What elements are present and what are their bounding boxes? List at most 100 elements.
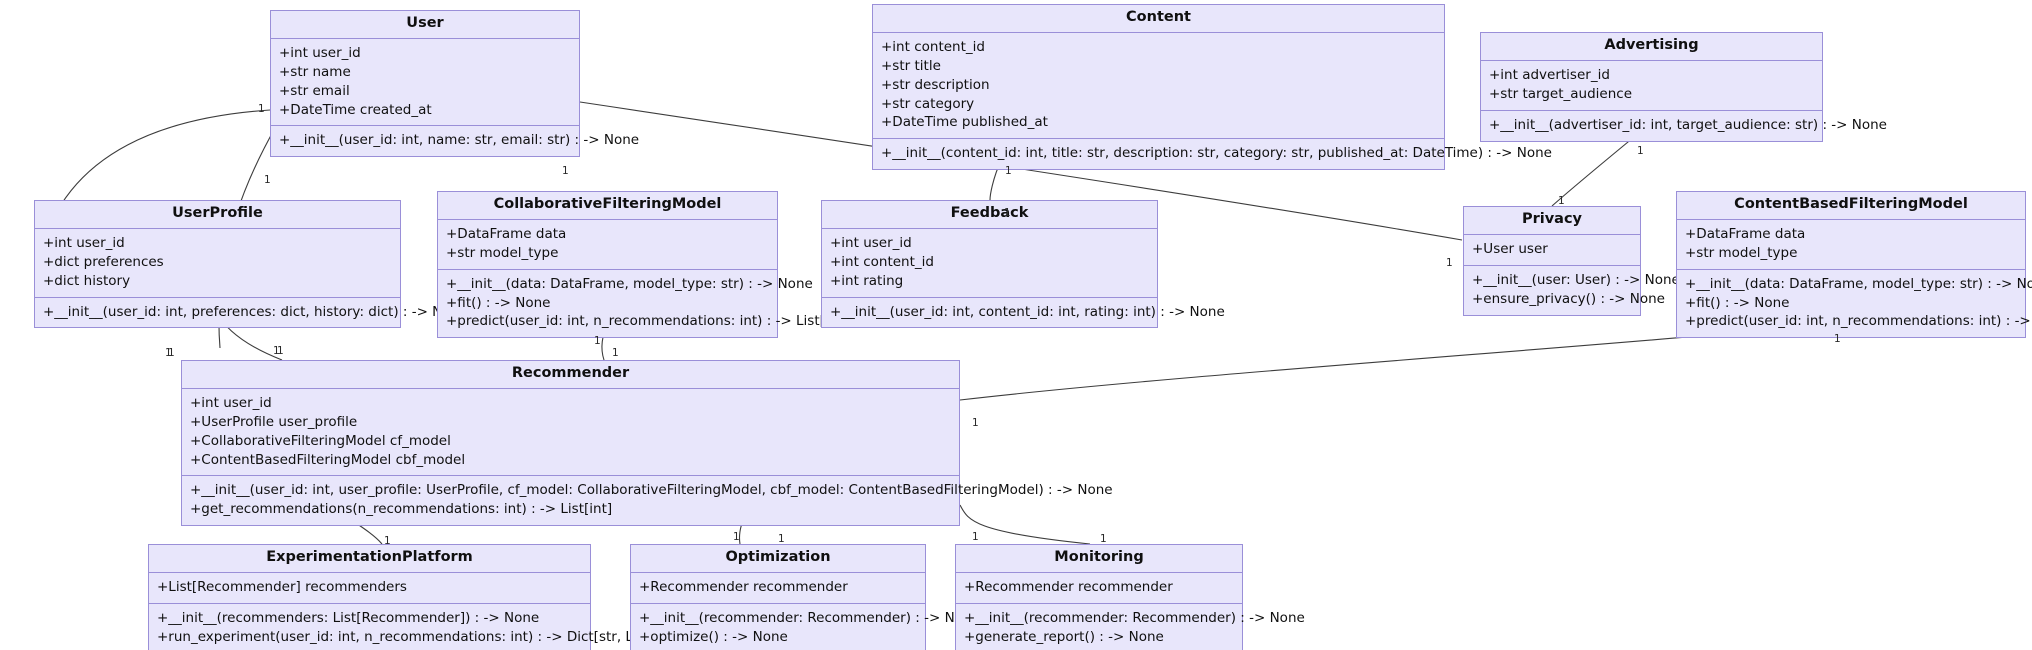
multiplicity-label: 1 bbox=[972, 531, 979, 543]
attribute-line: +str description bbox=[881, 76, 990, 93]
class-methods-userprofile: +__init__(user_id: int, preferences: dic… bbox=[35, 297, 467, 328]
class-attributes-optimization: +Recommender recommender bbox=[631, 572, 925, 604]
class-methods-cfmodel: +__init__(data: DataFrame, model_type: s… bbox=[438, 269, 848, 338]
method-line: +__init__(content_id: int, title: str, d… bbox=[881, 145, 1552, 162]
uml-class-monitoring[interactable]: Monitoring+Recommender recommender+__ini… bbox=[955, 544, 1305, 650]
class-attributes-monitoring: +Recommender recommender bbox=[956, 572, 1242, 604]
attribute-line: +dict preferences bbox=[43, 253, 164, 270]
multiplicity-label: 1 bbox=[972, 417, 979, 429]
multiplicity-label: 1 bbox=[384, 535, 391, 547]
class-attributes-recommender: +int user_id +UserProfile user_profile +Co… bbox=[182, 388, 959, 477]
uml-class-cfmodel[interactable]: CollaborativeFilteringModel+DataFrame da… bbox=[437, 191, 848, 339]
class-methods-optimization: +__init__(recommender: Recommender) : ->… bbox=[631, 603, 980, 650]
multiplicity-label: 1 bbox=[562, 165, 569, 177]
multiplicity-label: 1 bbox=[1004, 207, 1011, 219]
method-line: +generate_report() : -> None bbox=[964, 628, 1164, 645]
class-attributes-content: +int content_id+str title+str descriptio… bbox=[873, 32, 1444, 140]
attribute-line: +ContentBasedFilteringModel cbf_model bbox=[190, 451, 466, 468]
attribute-line: +Recommender recommender bbox=[964, 578, 1173, 595]
attribute-line: +DateTime created_at bbox=[279, 101, 432, 118]
method-line: +optimize() : -> None bbox=[639, 628, 788, 645]
class-methods-recommender: +__init__(user_id: int, user_profile: Us… bbox=[182, 476, 1113, 526]
class-title-recommender: Recommender bbox=[182, 361, 959, 389]
class-title-content: Content bbox=[873, 5, 1444, 33]
method-line: +__init__(data: DataFrame, model_type: s… bbox=[1685, 275, 2032, 292]
uml-class-feedback[interactable]: Feedback+int user_id+int content_id+int … bbox=[821, 200, 1225, 329]
class-title-user: User bbox=[271, 11, 579, 39]
multiplicity-label: 1 bbox=[1558, 195, 1565, 207]
multiplicity-label: 1 bbox=[1834, 333, 1841, 345]
multiplicity-label: 1 bbox=[778, 533, 785, 545]
multiplicity-label: 1 bbox=[594, 335, 601, 347]
attribute-line: +List[Recommender] recommenders bbox=[157, 578, 407, 595]
class-title-privacy: Privacy bbox=[1464, 207, 1640, 235]
class-title-advertising: Advertising bbox=[1481, 33, 1822, 61]
uml-class-userprofile[interactable]: UserProfile+int user_id+dict preferences… bbox=[34, 200, 467, 329]
method-line: +__init__(user_id: int, content_id: int,… bbox=[830, 303, 1225, 320]
uml-class-advertising[interactable]: Advertising +int advertiser_id +str target… bbox=[1480, 32, 1887, 142]
attribute-line: +dict history bbox=[43, 272, 131, 289]
class-methods-privacy: +__init__(user: User) : -> None +ensure_p… bbox=[1464, 265, 1680, 315]
uml-class-experimentation[interactable]: ExperimentationPlatform +List[Recommender… bbox=[148, 544, 683, 650]
attribute-line: +Recommender recommender bbox=[639, 578, 848, 595]
attribute-line: +int user_id bbox=[190, 394, 272, 411]
multiplicity-label: 1 bbox=[277, 345, 284, 357]
class-methods-monitoring: +__init__(recommender: Recommender) : ->… bbox=[956, 603, 1305, 650]
method-line: +get_recommendations(n_recommendations: … bbox=[190, 501, 613, 518]
attribute-line: +CollaborativeFilteringModel cf_model bbox=[190, 432, 451, 449]
class-methods-user: +__init__(user_id: int, name: str, email… bbox=[271, 126, 640, 157]
attribute-line: +str model_type bbox=[446, 244, 559, 261]
method-line: +__init__(recommenders: List[Recommender… bbox=[157, 609, 540, 626]
multiplicity-label: 1 bbox=[1100, 533, 1107, 545]
uml-class-cbfmodel[interactable]: ContentBasedFilteringModel+DataFrame dat… bbox=[1676, 191, 2032, 339]
class-title-cbfmodel: ContentBasedFilteringModel bbox=[1677, 192, 2025, 220]
multiplicity-label: 1 bbox=[165, 347, 172, 359]
method-line: +__init__(user_id: int, user_profile: Us… bbox=[190, 482, 1113, 499]
class-attributes-experimentation: +List[Recommender] recommenders bbox=[149, 572, 590, 604]
class-methods-experimentation: +__init__(recommenders: List[Recommender… bbox=[149, 603, 683, 650]
attribute-line: +DataFrame data bbox=[446, 225, 567, 242]
attribute-line: +str category bbox=[881, 95, 975, 112]
method-line: +ensure_privacy() : -> None bbox=[1472, 290, 1665, 307]
class-title-cfmodel: CollaborativeFilteringModel bbox=[438, 192, 777, 220]
uml-class-user[interactable]: User+int user_id+str name+str email+Date… bbox=[270, 10, 640, 158]
class-title-experimentation: ExperimentationPlatform bbox=[149, 545, 590, 573]
attribute-line: +UserProfile user_profile bbox=[190, 413, 358, 430]
class-attributes-cfmodel: +DataFrame data +str model_type bbox=[438, 219, 777, 270]
attribute-line: +str email bbox=[279, 82, 350, 99]
method-line: +predict(user_id: int, n_recommendations… bbox=[1685, 313, 2032, 330]
class-attributes-userprofile: +int user_id+dict preferences+dict histo… bbox=[35, 228, 400, 298]
method-line: +run_experiment(user_id: int, n_recommen… bbox=[157, 628, 683, 645]
multiplicity-label: 1 bbox=[258, 103, 265, 115]
class-title-userprofile: UserProfile bbox=[35, 201, 400, 229]
multiplicity-label: 1 bbox=[168, 347, 175, 359]
method-line: +__init__(recommender: Recommender) : ->… bbox=[639, 609, 980, 626]
multiplicity-label: 1 bbox=[733, 531, 740, 543]
attribute-line: +int rating bbox=[830, 272, 904, 289]
uml-class-recommender[interactable]: Recommender +int user_id +UserProfile user… bbox=[181, 360, 1113, 527]
attribute-line: +int advertiser_id bbox=[1489, 66, 1610, 83]
attribute-line: +str target_audience bbox=[1489, 85, 1633, 102]
attribute-line: +DateTime published_at bbox=[881, 114, 1048, 131]
uml-class-content[interactable]: Content+int content_id+str title+str des… bbox=[872, 4, 1552, 171]
class-title-optimization: Optimization bbox=[631, 545, 925, 573]
method-line: +__init__(user_id: int, name: str, email… bbox=[279, 132, 640, 149]
attribute-line: +User user bbox=[1472, 240, 1548, 257]
method-line: +fit() : -> None bbox=[446, 294, 551, 311]
uml-class-optimization[interactable]: Optimization +Recommender recommender +__i… bbox=[630, 544, 980, 650]
method-line: +__init__(advertiser_id: int, target_aud… bbox=[1489, 116, 1887, 133]
class-attributes-advertising: +int advertiser_id +str target_audience bbox=[1481, 60, 1822, 111]
uml-class-privacy[interactable]: Privacy +User user +__init__(user: User) :… bbox=[1463, 206, 1680, 316]
attribute-line: +str title bbox=[881, 57, 941, 74]
edge-recommender-monitoring bbox=[959, 504, 1091, 545]
method-line: +__init__(user: User) : -> None bbox=[1472, 271, 1680, 288]
class-attributes-user: +int user_id+str name+str email+DateTime… bbox=[271, 38, 579, 127]
method-line: +fit() : -> None bbox=[1685, 294, 1790, 311]
multiplicity-label: 1 bbox=[273, 345, 280, 357]
method-line: +__init__(recommender: Recommender) : ->… bbox=[964, 609, 1305, 626]
class-methods-cbfmodel: +__init__(data: DataFrame, model_type: s… bbox=[1677, 269, 2032, 338]
class-attributes-privacy: +User user bbox=[1464, 234, 1640, 266]
attribute-line: +int user_id bbox=[830, 234, 912, 251]
class-title-feedback: Feedback bbox=[822, 201, 1157, 229]
